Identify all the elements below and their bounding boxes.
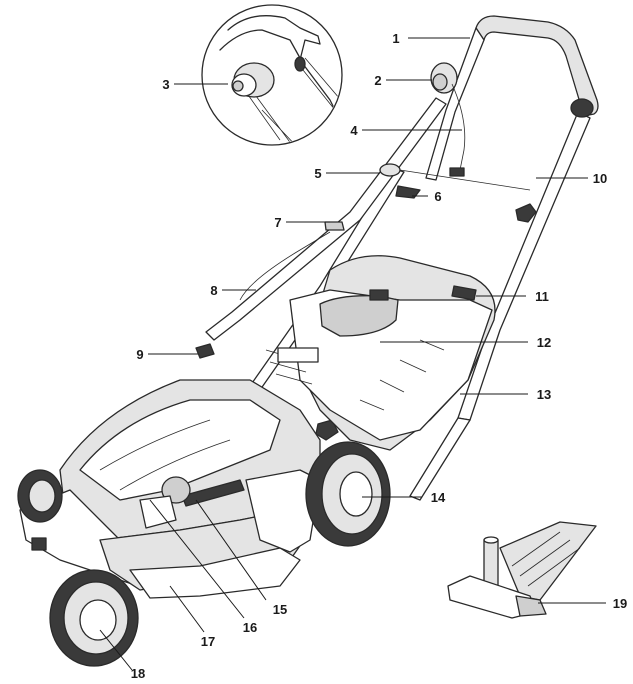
callout-18: 18	[131, 666, 145, 681]
callout-2: 2	[374, 73, 381, 88]
detail-inset-switch-box	[201, 4, 343, 146]
callout-19: 19	[613, 596, 627, 611]
callout-8: 8	[210, 283, 217, 298]
rear-right-wheel	[305, 441, 391, 547]
callout-10: 10	[593, 171, 607, 186]
callout-5: 5	[314, 166, 321, 181]
upper-handle	[399, 15, 599, 421]
callout-12: 12	[537, 335, 551, 350]
mower-deck	[19, 379, 321, 599]
callout-13: 13	[537, 387, 551, 402]
callout-16: 16	[243, 620, 257, 635]
mulching-plug	[447, 521, 597, 619]
callout-1: 1	[392, 31, 399, 46]
grass-box	[265, 255, 496, 451]
callout-11: 11	[535, 289, 549, 304]
callout-3: 3	[162, 77, 169, 92]
leader-lines	[99, 37, 606, 671]
callout-9: 9	[136, 347, 143, 362]
callout-17: 17	[201, 634, 215, 649]
callout-6: 6	[434, 189, 441, 204]
callout-14: 14	[431, 490, 446, 505]
callout-15: 15	[273, 602, 287, 617]
front-wheel-18	[49, 569, 139, 667]
callout-labels: 1 2 3 4 5 6 7 8 9 10 11 12 13 14 15 16 1…	[131, 31, 627, 681]
callout-4: 4	[350, 123, 358, 138]
front-left-wheel	[17, 469, 63, 523]
callout-7: 7	[274, 215, 281, 230]
